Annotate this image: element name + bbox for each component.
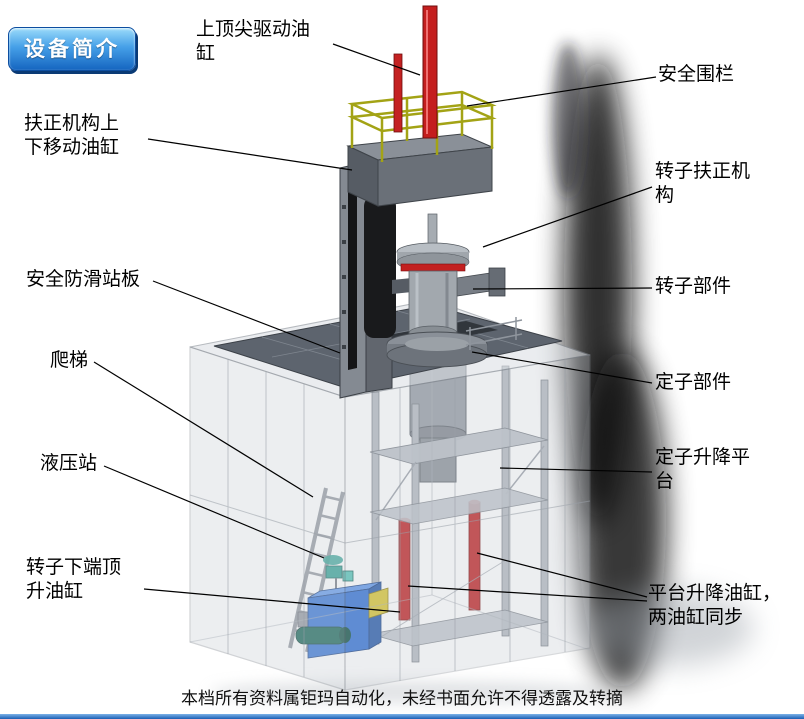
label-top-cylinder: 上顶尖驱动油 缸	[196, 19, 311, 65]
platform-rail-frame	[465, 317, 523, 350]
top-drive-cylinder	[393, 5, 438, 139]
press-frame	[339, 133, 494, 399]
label-stator-platform: 定子升降平 台	[655, 447, 751, 493]
label-stator-part: 定子部件	[655, 372, 732, 393]
label-hydraulic-station: 液压站	[40, 453, 98, 474]
title-badge: 设备简介	[8, 27, 136, 71]
label-safety-fence: 安全围栏	[658, 64, 735, 85]
label-platform-cylinders: 平台升降油缸， 两油缸同步	[648, 583, 782, 629]
lower-beams	[369, 487, 549, 647]
shadow-smear	[210, 42, 753, 703]
leader-lines	[93, 43, 657, 613]
label-antislip-board: 安全防滑站板	[26, 269, 141, 290]
label-rotor-jack-cylinder: 转子下端顶 升油缸	[26, 557, 122, 603]
confidentiality-footer: 本档所有资料属钜玛自动化，未经书面允许不得透露及转摘	[181, 689, 623, 708]
label-ladder: 爬梯	[50, 350, 89, 371]
label-rotor-centering: 转子扶正机 构	[655, 161, 751, 207]
label-centering-cylinder: 扶正机构上 下移动油缸	[24, 113, 120, 159]
stator-part	[386, 331, 488, 368]
hydraulic-station	[295, 555, 389, 659]
bottom-accent-bar	[0, 714, 804, 719]
label-rotor-part: 转子部件	[655, 276, 732, 297]
